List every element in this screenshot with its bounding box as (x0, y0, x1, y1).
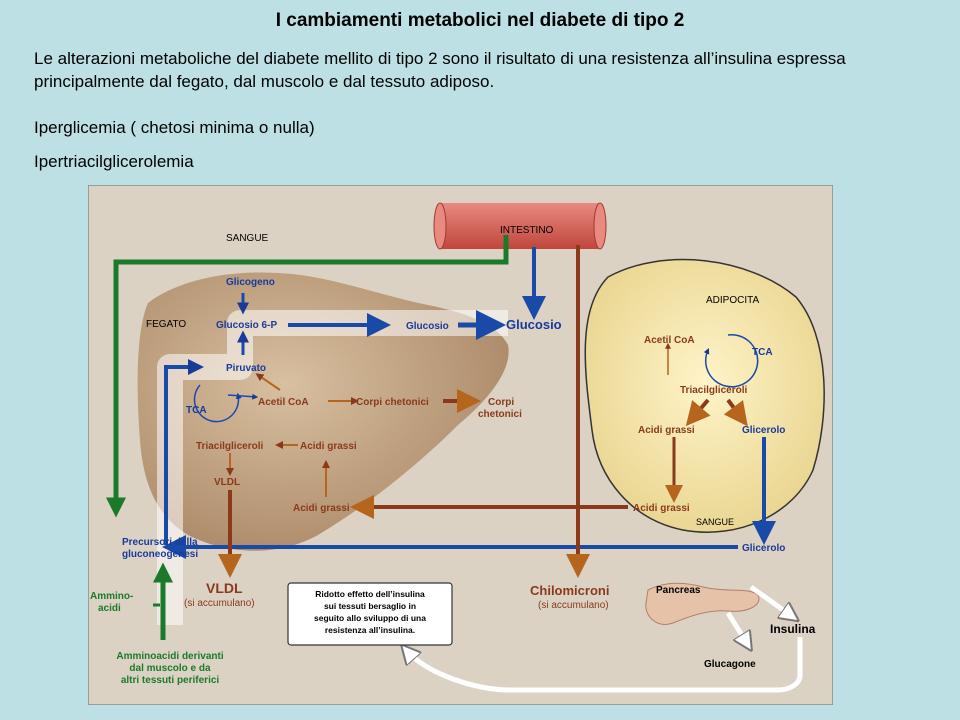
label-glucosio-blood: Glucosio (506, 317, 562, 332)
label-glucagone: Glucagone (704, 659, 756, 670)
label-intestino: INTESTINO (500, 225, 554, 236)
bullet-iperglicemia: Iperglicemia ( chetosi minima o nulla) (34, 118, 315, 137)
label-glicerolo-blood: Glicerolo (742, 543, 785, 554)
tca-liver-cycle (193, 384, 242, 423)
brown-arrow-adipo-acidi (685, 398, 711, 427)
info-box-line-4: resistenza all’insulina. (325, 625, 415, 635)
label-triacilgliceroli-adipo: Triacilgliceroli (680, 385, 747, 396)
label-adipocita: ADIPOCITA (706, 295, 759, 306)
label-tca-liver: TCA (186, 405, 207, 416)
blue-arrow-tca-acetil (227, 393, 259, 400)
label-insulina: Insulina (770, 622, 816, 636)
brown-arrow-adipo-glicerolo (723, 398, 748, 427)
info-box-line-2: sui tessuti bersaglio in (324, 601, 416, 611)
label-corpi-chetonici-blood-1: Corpi (488, 397, 514, 408)
label-sangue-top: SANGUE (226, 233, 269, 244)
slide-title: I cambiamenti metabolici nel diabete di … (275, 10, 685, 31)
label-chilomicroni-sub: (si accumulano) (538, 600, 609, 611)
label-glicogeno: Glicogeno (226, 277, 275, 288)
label-acidi-grassi-blood-right: Acidi grassi (633, 503, 690, 514)
label-amminoacidi-1: Amminoacidi derivanti (116, 651, 223, 662)
label-acidi-grassi-blood-left: Acidi grassi (293, 503, 350, 514)
label-precursori-1: Precursori della (122, 537, 198, 548)
label-triacilgliceroli-liver: Triacilgliceroli (196, 441, 263, 452)
label-fegato: FEGATO (146, 319, 186, 330)
label-vldl-liver: VLDL (214, 477, 240, 488)
label-glicerolo-adipo: Glicerolo (742, 425, 785, 436)
label-amminoacidi-2: dal muscolo e da (129, 663, 211, 674)
label-sangue-bottom: SANGUE (696, 517, 734, 527)
intestine-tube (433, 202, 607, 250)
label-corpi-chetonici-blood-2: chetonici (478, 409, 522, 420)
blue-gluconeo-pipe (164, 359, 204, 545)
label-pancreas: Pancreas (656, 585, 701, 596)
label-amminoacidi-3: altri tessuti periferici (121, 675, 220, 686)
label-acetilcoa-liver: Acetil CoA (258, 397, 309, 408)
green-path-intestine (106, 235, 509, 518)
label-vldl-out: VLDL (206, 580, 243, 596)
label-acetilcoa-adipo: Acetil CoA (644, 335, 695, 346)
info-box-line-1: Ridotto effetto dell’insulina (315, 589, 425, 599)
label-glucosio6p: Glucosio 6-P (216, 320, 277, 331)
label-corpi-chetonici-liver: Corpi chetonici (356, 397, 429, 408)
intro-paragraph: Le alterazioni metaboliche del diabete m… (34, 49, 846, 91)
brown-arrow-acetil-up (255, 373, 281, 391)
pancreas-shape (645, 582, 760, 625)
label-tca-adipo: TCA (752, 347, 773, 358)
info-box-line-3: seguito allo sviluppo di una (314, 613, 426, 623)
white-arrow-glucagone (725, 611, 748, 645)
label-acidi-grassi-liver: Acidi grassi (300, 441, 357, 452)
bullet-ipertriacilglicerolemia: Ipertriacilglicerolemia (34, 152, 194, 171)
label-vldl-out-sub: (si accumulano) (184, 598, 255, 609)
white-arrow-feedback (406, 637, 803, 693)
info-box (287, 582, 453, 646)
tca-adipo-cycle (703, 333, 759, 388)
metabolism-diagram: SANGUE INTESTINO FEGATO ADIPOCITA Glicog… (88, 185, 833, 705)
white-arrow-insulina (749, 584, 793, 617)
label-glucosio-liver: Glucosio (406, 321, 449, 332)
label-piruvato: Piruvato (226, 363, 266, 374)
label-ammino-1: Ammino- (90, 591, 133, 602)
label-acidi-grassi-adipo: Acidi grassi (638, 425, 695, 436)
label-precursori-2: gluconeogenesi (122, 549, 198, 560)
label-chilomicroni: Chilomicroni (530, 583, 609, 598)
label-ammino-2: acidi (98, 603, 121, 614)
